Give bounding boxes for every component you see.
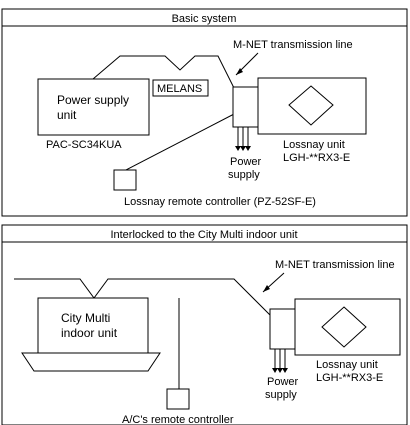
lossnay-unit-body — [294, 298, 401, 356]
indoor-label-line2: indoor unit — [61, 326, 118, 340]
mnet-transmission-line — [92, 55, 237, 93]
mnet-label: M-NET transmission line — [275, 259, 395, 271]
indoor-unit-grille — [21, 352, 161, 372]
heat-exchanger-core-icon — [288, 85, 334, 126]
mnet-transmission-line — [14, 278, 273, 318]
lossnay-terminal-box — [269, 308, 296, 350]
panel-title: Basic system — [172, 13, 237, 25]
panel-interlocked: Interlocked to the City Multi indoor uni… — [1, 224, 408, 425]
lossnay-label-line1: Lossnay unit — [283, 139, 345, 151]
melans-box — [152, 79, 209, 97]
heat-exchanger-core-icon — [321, 306, 367, 348]
remote-label: A/C's remote controller — [122, 414, 234, 425]
panel-title: Interlocked to the City Multi indoor uni… — [110, 229, 297, 241]
ac-remote-controller — [166, 388, 190, 410]
power-supply-label-line1: Power — [267, 376, 299, 388]
indoor-unit-box — [37, 297, 149, 354]
power-supply-label-line2: supply — [228, 169, 260, 181]
lossnay-remote-controller — [113, 169, 137, 191]
panel-title-bar — [1, 8, 408, 27]
lossnay-label-line1: Lossnay unit — [316, 359, 378, 371]
panel-basic-system: Basic system M-NET transmission line MEL… — [1, 8, 408, 217]
power-supply-unit-box — [37, 78, 150, 136]
power-supply-arrows — [272, 349, 288, 373]
remote-label: Lossnay remote controller (PZ-52SF-E) — [124, 196, 316, 208]
power-supply-label-line2: supply — [265, 389, 297, 401]
lossnay-label-line2: LGH-**RX3-E — [316, 372, 383, 384]
arrowhead — [263, 285, 270, 292]
power-supply-label-line1: Power — [230, 156, 262, 168]
power-supply-arrows — [235, 127, 251, 151]
remote-wire — [125, 112, 237, 171]
melans-label: MELANS — [157, 83, 202, 95]
indoor-label-line1: City Multi — [61, 311, 110, 325]
psu-label-line2: unit — [57, 108, 77, 122]
lossnay-label-line2: LGH-**RX3-E — [283, 152, 350, 164]
lossnay-terminal-box — [232, 86, 259, 128]
psu-model-label: PAC-SC34KUA — [46, 139, 122, 151]
arrowhead — [236, 68, 243, 75]
panel-title-bar — [1, 224, 408, 243]
psu-label-line1: Power supply — [57, 93, 129, 107]
mnet-label: M-NET transmission line — [233, 39, 353, 51]
